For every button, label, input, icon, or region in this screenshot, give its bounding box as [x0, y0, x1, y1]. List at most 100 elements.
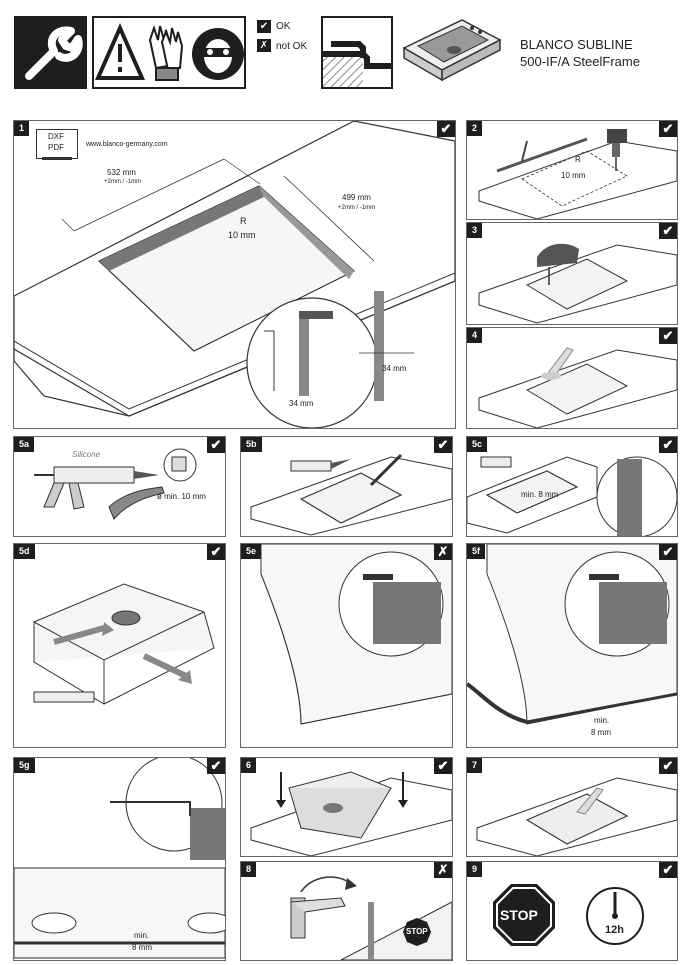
step-5f-panel: 5f ✔ min. 8 mm — [466, 543, 678, 748]
applying-silicone-illustration — [250, 453, 452, 536]
final-cleaning-illustration — [476, 777, 677, 856]
notok-label: not OK — [276, 41, 308, 52]
step-number: 7 — [467, 758, 483, 773]
stop-sign-label: STOP — [500, 907, 538, 923]
warning-icon — [94, 23, 146, 80]
step-number: 6 — [241, 758, 257, 773]
installation-profile-icon — [321, 16, 393, 89]
step-number: 5d — [14, 544, 35, 559]
cutout-width: 532 mm — [107, 168, 136, 177]
bead-diameter: ø min. 10 mm — [157, 492, 206, 501]
step-4-panel: 4 ✔ — [466, 327, 678, 429]
radius-symbol: R — [240, 216, 247, 226]
tool-pictogram — [14, 16, 87, 89]
step-5d-panel: 5d ✔ — [13, 543, 226, 748]
status-ok-icon: ✔ — [659, 328, 677, 344]
cutout-depth: 499 mm — [342, 193, 371, 202]
stop-sign-icon — [493, 884, 555, 946]
edge-distance-bottom: 34 mm — [289, 399, 314, 408]
step-5c-panel: 5c ✔ min. 8 mm — [466, 436, 678, 537]
status-ok-icon: ✔ — [434, 758, 452, 774]
silicone-gap-illustration — [467, 456, 677, 536]
step-number: 8 — [241, 862, 257, 877]
ok-legend: ✔ OK ✗ not OK — [257, 20, 327, 60]
status-ok-icon: ✔ — [207, 758, 225, 774]
step-9-panel: 9 ✔ STOP 12h — [466, 861, 678, 961]
status-ok-icon: ✔ — [437, 121, 455, 137]
step-5b-panel: 5b ✔ — [240, 436, 453, 537]
curing-time: 12h — [605, 924, 624, 936]
step-5a-panel: 5a ✔ Silicone ø min. 10 mm — [13, 436, 226, 537]
step-number: 4 — [467, 328, 483, 343]
sealed-edge-illustration — [14, 758, 225, 959]
countertop-cutout-illustration — [14, 121, 455, 428]
silicone-label: Silicone — [72, 450, 101, 459]
cutout-depth-tolerance: +2mm / -1mm — [338, 205, 376, 211]
gloves-icon — [148, 24, 184, 81]
status-ok-icon: ✔ — [434, 437, 452, 453]
wrong-seal-illustration — [260, 544, 452, 725]
step-number: 5a — [14, 437, 35, 452]
step-number: 9 — [467, 862, 483, 877]
step-number: 5e — [241, 544, 262, 559]
sink-product-image — [398, 10, 504, 102]
goggles-icon — [192, 28, 244, 80]
gap-min: min. — [134, 931, 150, 940]
step-5g-panel: 5g ✔ min. 8 mm — [13, 757, 226, 961]
notok-mark-icon: ✗ — [257, 39, 271, 52]
website-link[interactable]: www.blanco-germany.com — [86, 141, 168, 148]
status-ok-icon: ✔ — [207, 544, 225, 560]
wrench-icon — [25, 26, 83, 80]
step-number: 1 — [14, 121, 30, 136]
step-1-panel: 1 ✔ DXF PDF www.blanco-germany.com 532 m… — [13, 120, 456, 429]
clock-icon — [586, 887, 644, 945]
silicone-gun-illustration — [34, 448, 197, 520]
corner-radius: 10 mm — [561, 171, 586, 180]
dxf-label: DXF — [48, 132, 64, 141]
ok-label: OK — [276, 21, 291, 32]
gap-value: 8 mm — [591, 728, 611, 737]
silicone-gap: min. 8 mm — [521, 490, 559, 499]
monitor-icon: DXF PDF — [36, 129, 78, 165]
correct-seal-illustration — [467, 544, 677, 725]
no-load-illustration — [290, 876, 452, 960]
step-2-panel: 2 ✔ R 10 mm — [466, 120, 678, 220]
step-6-panel: 6 ✔ — [240, 757, 453, 857]
safety-pictograms — [92, 16, 246, 89]
status-ok-icon: ✔ — [659, 758, 677, 774]
status-notok-icon: ✗ — [434, 544, 452, 560]
product-title: BLANCO SUBLINE 500-IF/A SteelFrame — [520, 36, 640, 70]
step-8-panel: 8 ✗ STOP — [240, 861, 453, 961]
insert-sink-illustration — [250, 771, 452, 856]
status-ok-icon: ✔ — [659, 223, 677, 239]
step-number: 3 — [467, 223, 483, 238]
status-ok-icon: ✔ — [659, 121, 677, 137]
ok-mark-icon: ✔ — [257, 20, 271, 33]
status-notok-icon: ✗ — [434, 862, 452, 878]
step-number: 5g — [14, 758, 35, 773]
gap-min: min. — [594, 716, 610, 725]
edge-distance-right: 34 mm — [382, 364, 407, 373]
radius-symbol: R — [575, 155, 581, 164]
step-7-panel: 7 ✔ — [466, 757, 678, 857]
step-5e-panel: 5e ✗ — [240, 543, 453, 748]
corner-radius: 10 mm — [228, 230, 256, 240]
step-number: 2 — [467, 121, 483, 136]
cleaning-illustration — [478, 347, 677, 428]
status-ok-icon: ✔ — [659, 862, 677, 878]
step-number: 5c — [467, 437, 488, 452]
status-ok-icon: ✔ — [207, 437, 225, 453]
cutout-width-tolerance: +2mm / -1mm — [104, 179, 142, 185]
curing-time-illustration — [493, 884, 644, 946]
product-name: BLANCO SUBLINE — [520, 37, 633, 52]
step-number: 5f — [467, 544, 486, 559]
jigsaw-cutting-illustration — [478, 243, 677, 324]
sink-sealing-illustration — [32, 583, 216, 705]
pdf-label: PDF — [48, 143, 64, 152]
step-number: 5b — [241, 437, 262, 452]
step-3-panel: 3 ✔ — [466, 222, 678, 325]
gap-value: 8 mm — [132, 943, 152, 952]
marking-drilling-illustration — [478, 129, 677, 219]
status-ok-icon: ✔ — [659, 544, 677, 560]
status-ok-icon: ✔ — [659, 437, 677, 453]
